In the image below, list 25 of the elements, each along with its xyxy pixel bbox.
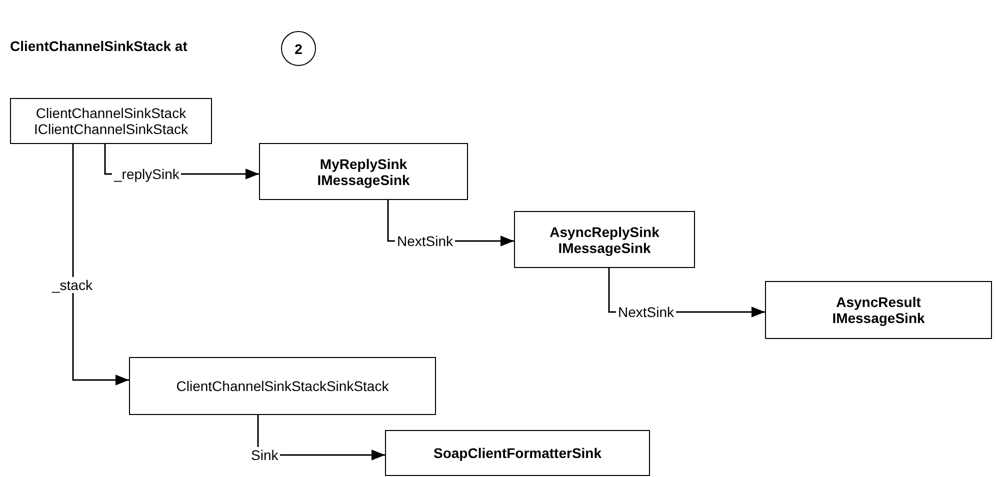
class-box bbox=[385, 430, 650, 476]
diagram-title: ClientChannelSinkStack at bbox=[10, 38, 188, 54]
class-name: MyReplySink bbox=[320, 156, 408, 172]
edge-label: _stack bbox=[50, 277, 94, 293]
edge-label: _replySink bbox=[112, 166, 182, 182]
class-name: AsyncReplySink bbox=[550, 224, 660, 240]
edge-label: NextSink bbox=[616, 304, 676, 320]
class-name: IMessageSink bbox=[317, 172, 410, 188]
class-box bbox=[765, 281, 992, 339]
class-name: ClientChannelSinkStack bbox=[36, 105, 186, 121]
class-box bbox=[10, 98, 212, 144]
class-name: IClientChannelSinkStack bbox=[34, 121, 188, 137]
class-name: AsyncResult bbox=[836, 294, 921, 310]
class-name: SoapClientFormatterSink bbox=[433, 445, 602, 461]
edge-label: Sink bbox=[249, 447, 280, 463]
edge-label: NextSink bbox=[395, 233, 456, 249]
class-box bbox=[514, 211, 695, 268]
class-name: ClientChannelSinkStackSinkStack bbox=[176, 378, 389, 394]
class-name: IMessageSink bbox=[558, 240, 651, 256]
class-name: 2 bbox=[294, 40, 302, 56]
class-box bbox=[259, 143, 468, 200]
class-box bbox=[129, 357, 436, 415]
class-name: IMessageSink bbox=[832, 310, 925, 326]
arrow bbox=[72, 144, 129, 386]
step-number-circle bbox=[281, 31, 316, 66]
